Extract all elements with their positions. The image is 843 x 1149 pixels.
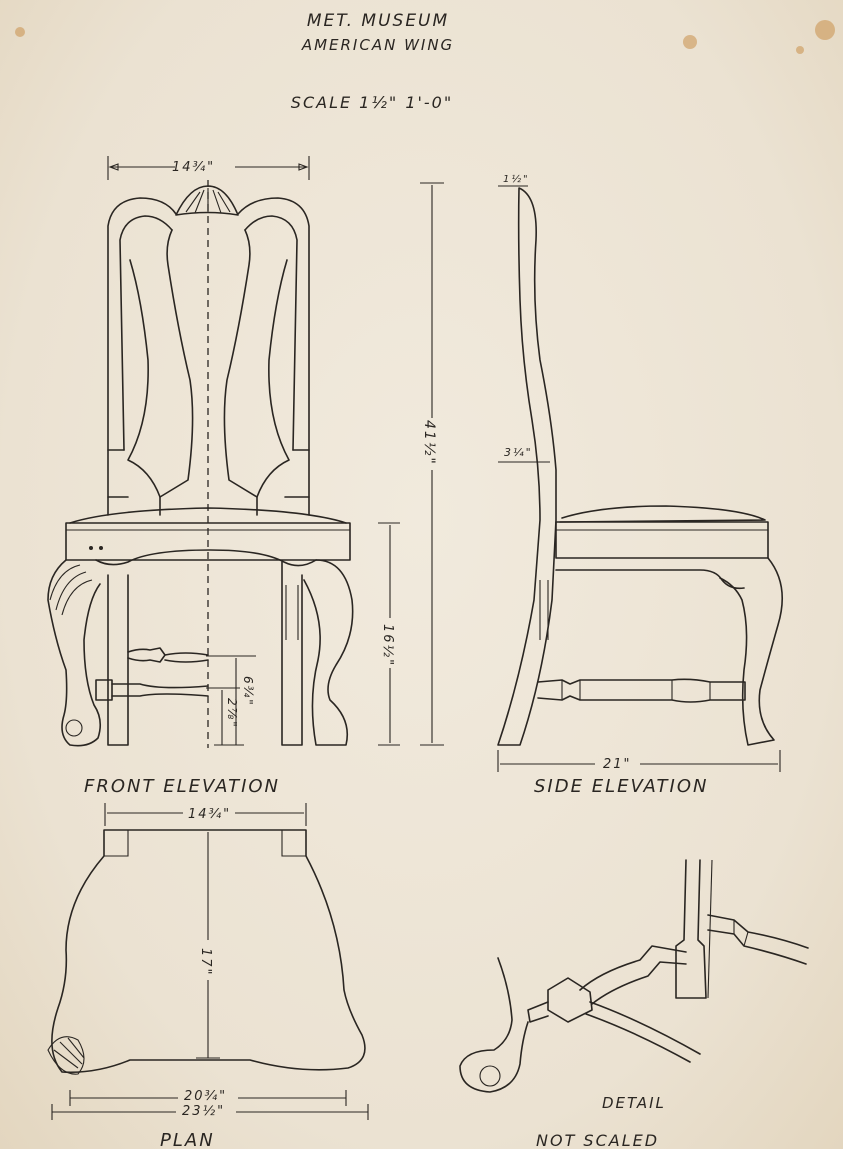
plan-view: 14¾" 17" 20¾" 23½" PLAN <box>47 803 369 1149</box>
side-elevation: 1½" 3¼" 21" SIDE ELEVATION <box>497 173 784 797</box>
dim-back-thickness: 3¼" <box>504 446 533 459</box>
dim-total-height: 41½" <box>421 420 437 466</box>
plan-label: PLAN <box>160 1130 215 1149</box>
dim-plan-front-outer: 23½" <box>182 1104 225 1119</box>
dim-top-rail: 1½" <box>503 173 530 185</box>
dim-front-width: 14¾" <box>172 160 215 175</box>
dim-plan-depth: 17" <box>198 948 213 977</box>
detail-note: NOT SCALED <box>536 1131 659 1149</box>
front-elevation-label: FRONT ELEVATION <box>84 776 280 797</box>
front-elevation: 6¾" 2⅞" 14¾" 16½" 41½" FRONT ELEVATION <box>47 156 444 797</box>
header-wing: AMERICAN WING <box>301 36 454 54</box>
dim-side-depth: 21" <box>603 757 632 772</box>
dim-stretcher-high: 6¾" <box>241 676 255 707</box>
dim-stretcher-low: 2⅞" <box>225 698 239 729</box>
header-scale: SCALE 1½" 1'-0" <box>291 93 453 112</box>
dim-seat-height: 16½" <box>380 624 395 667</box>
header-museum: MET. MUSEUM <box>307 11 449 31</box>
detail-view: DETAIL NOT SCALED <box>459 859 809 1149</box>
side-elevation-label: SIDE ELEVATION <box>534 776 709 797</box>
paper-stains <box>15 20 835 54</box>
detail-label: DETAIL <box>602 1094 666 1112</box>
dim-plan-front-inner: 20¾" <box>184 1089 227 1104</box>
dim-plan-back-width: 14¾" <box>188 807 231 822</box>
